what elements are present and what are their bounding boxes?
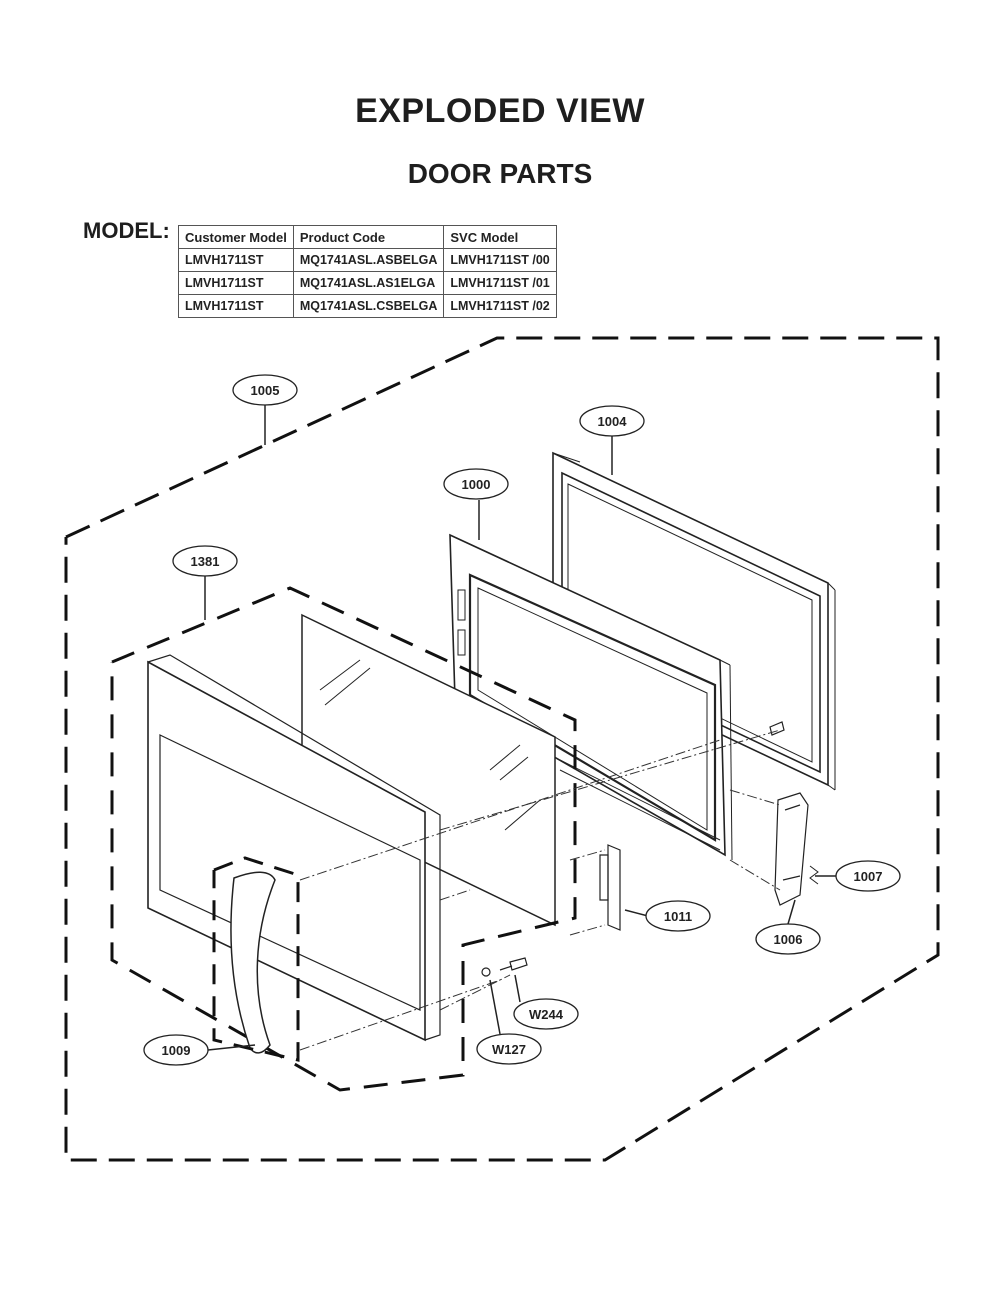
callout-1381-label: 1381 bbox=[191, 554, 220, 569]
callout-1006-label: 1006 bbox=[774, 932, 803, 947]
front-group-outline bbox=[110, 586, 577, 1092]
callout-1011: 1011 bbox=[645, 900, 711, 932]
door-glass bbox=[301, 613, 556, 927]
hinge-part-1006 bbox=[774, 792, 809, 906]
table-row: LMVH1711ST MQ1741ASL.ASBELGA LMVH1711ST … bbox=[178, 248, 557, 272]
svc-model-cell: LMVH1711ST /01 bbox=[443, 271, 557, 295]
front-door-panel-1381 bbox=[147, 654, 441, 1042]
page-subtitle: DOOR PARTS bbox=[407, 158, 593, 189]
product-code-cell: MQ1741ASL.AS1ELGA bbox=[292, 271, 445, 295]
callout-1000: 1000 bbox=[443, 468, 509, 500]
svc-model-cell: LMVH1711ST /00 bbox=[443, 248, 557, 272]
svc-model-cell: LMVH1711ST /02 bbox=[443, 294, 557, 318]
callout-1000-label: 1000 bbox=[462, 477, 491, 492]
table-row: LMVH1711ST MQ1741ASL.AS1ELGA LMVH1711ST … bbox=[178, 271, 557, 295]
customer-model-cell: LMVH1711ST bbox=[178, 294, 294, 318]
callout-1011-label: 1011 bbox=[664, 909, 692, 924]
callout-1005: 1005 bbox=[232, 374, 298, 406]
header-customer-model: Customer Model bbox=[178, 225, 294, 249]
callout-1004-label: 1004 bbox=[598, 414, 628, 429]
door-handle-1009 bbox=[212, 856, 300, 1062]
table-header-row: Customer Model Product Code SVC Model bbox=[178, 225, 557, 249]
callout-1009-label: 1009 bbox=[162, 1043, 191, 1058]
callout-1005-label: 1005 bbox=[251, 383, 280, 398]
spring-1007 bbox=[809, 865, 819, 885]
customer-model-cell: LMVH1711ST bbox=[178, 248, 294, 272]
product-code-cell: MQ1741ASL.CSBELGA bbox=[292, 294, 445, 318]
model-label: MODEL: bbox=[83, 218, 170, 243]
callout-1009: 1009 bbox=[143, 1034, 209, 1066]
callout-W127: W127 bbox=[476, 1033, 542, 1065]
leader-lines bbox=[204, 405, 838, 1051]
table-row: LMVH1711ST MQ1741ASL.CSBELGA LMVH1711ST … bbox=[178, 294, 557, 318]
model-table: Customer Model Product Code SVC Model LM… bbox=[178, 225, 557, 318]
callout-1006: 1006 bbox=[755, 923, 821, 955]
callout-1004: 1004 bbox=[579, 405, 645, 437]
callout-W127-label: W127 bbox=[492, 1042, 526, 1057]
callout-W244-label: W244 bbox=[529, 1007, 564, 1022]
header-product-code: Product Code bbox=[292, 225, 445, 249]
callout-1381: 1381 bbox=[172, 545, 238, 577]
door-panel-1000 bbox=[449, 533, 733, 861]
assembly-boundary-outline bbox=[64, 336, 940, 1162]
product-code-cell: MQ1741ASL.ASBELGA bbox=[292, 248, 445, 272]
callout-W244: W244 bbox=[513, 998, 579, 1030]
latch-part-1011 bbox=[599, 844, 621, 931]
callout-1007: 1007 bbox=[835, 860, 901, 892]
callout-1007-label: 1007 bbox=[854, 869, 883, 884]
page-title: EXPLODED VIEW bbox=[355, 92, 645, 130]
assembly-guide-lines bbox=[299, 729, 781, 1051]
